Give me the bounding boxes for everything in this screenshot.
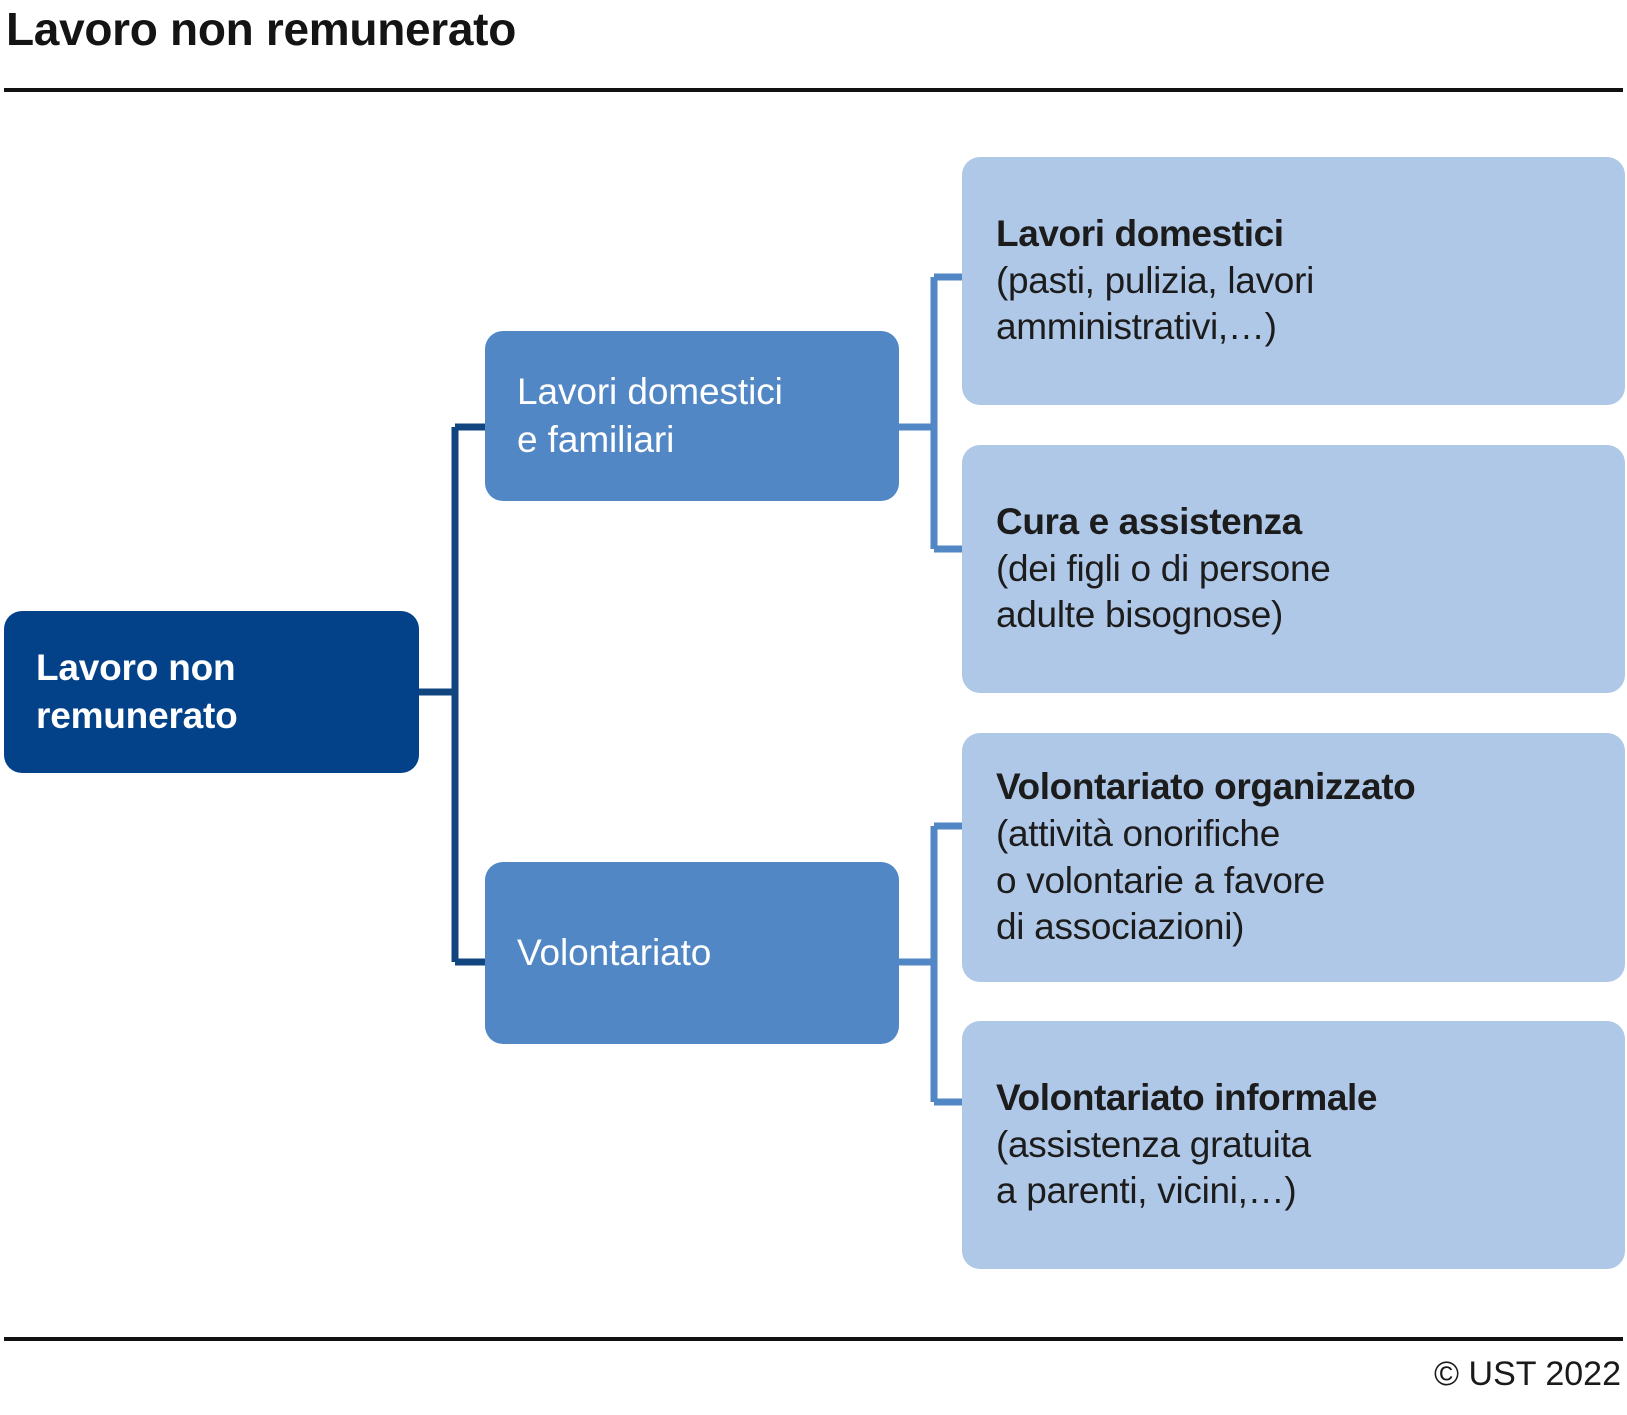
title-divider xyxy=(4,88,1623,92)
branch1-connector-group xyxy=(899,273,966,553)
node-branch-volontariato[interactable]: Volontariato xyxy=(485,862,899,1044)
node-leaf-volontariato-informale[interactable]: Volontariato informale (assistenza gratu… xyxy=(962,1021,1625,1269)
node-leaf-4-description: (assistenza gratuita a parenti, vicini,…… xyxy=(996,1123,1311,1212)
page-title: Lavoro non remunerato xyxy=(6,3,516,55)
copyright-label: © UST 2022 xyxy=(1434,1355,1621,1393)
branch2-connector-group xyxy=(899,822,966,1106)
node-leaf-3-title: Volontariato organizzato xyxy=(996,766,1416,808)
node-branch-lavori-domestici-e-familiari[interactable]: Lavori domestici e familiari xyxy=(485,331,899,501)
node-branch-2-label: Volontariato xyxy=(517,931,712,973)
node-leaf-1-title: Lavori domestici xyxy=(996,213,1284,255)
node-leaf-volontariato-organizzato[interactable]: Volontariato organizzato (attività onori… xyxy=(962,733,1625,982)
node-leaf-1-description: (pasti, pulizia, lavori amministrativi,…… xyxy=(996,259,1315,348)
root-connector-group xyxy=(419,423,489,966)
node-root-label: Lavoro non remunerato xyxy=(36,646,238,736)
node-leaf-4-title: Volontariato informale xyxy=(996,1077,1378,1119)
footer-divider xyxy=(4,1337,1623,1341)
node-leaf-cura-e-assistenza[interactable]: Cura e assistenza (dei figli o di person… xyxy=(962,445,1625,693)
node-root-lavoro-non-remunerato[interactable]: Lavoro non remunerato xyxy=(4,611,419,773)
node-leaf-2-description: (dei figli o di persone adulte bisognose… xyxy=(996,547,1331,636)
node-leaf-2-title: Cura e assistenza xyxy=(996,501,1302,543)
node-leaf-lavori-domestici[interactable]: Lavori domestici (pasti, pulizia, lavori… xyxy=(962,157,1625,405)
node-branch-1-label: Lavori domestici e familiari xyxy=(517,370,783,460)
node-leaf-3-description: (attività onorifiche o volontarie a favo… xyxy=(996,812,1325,948)
